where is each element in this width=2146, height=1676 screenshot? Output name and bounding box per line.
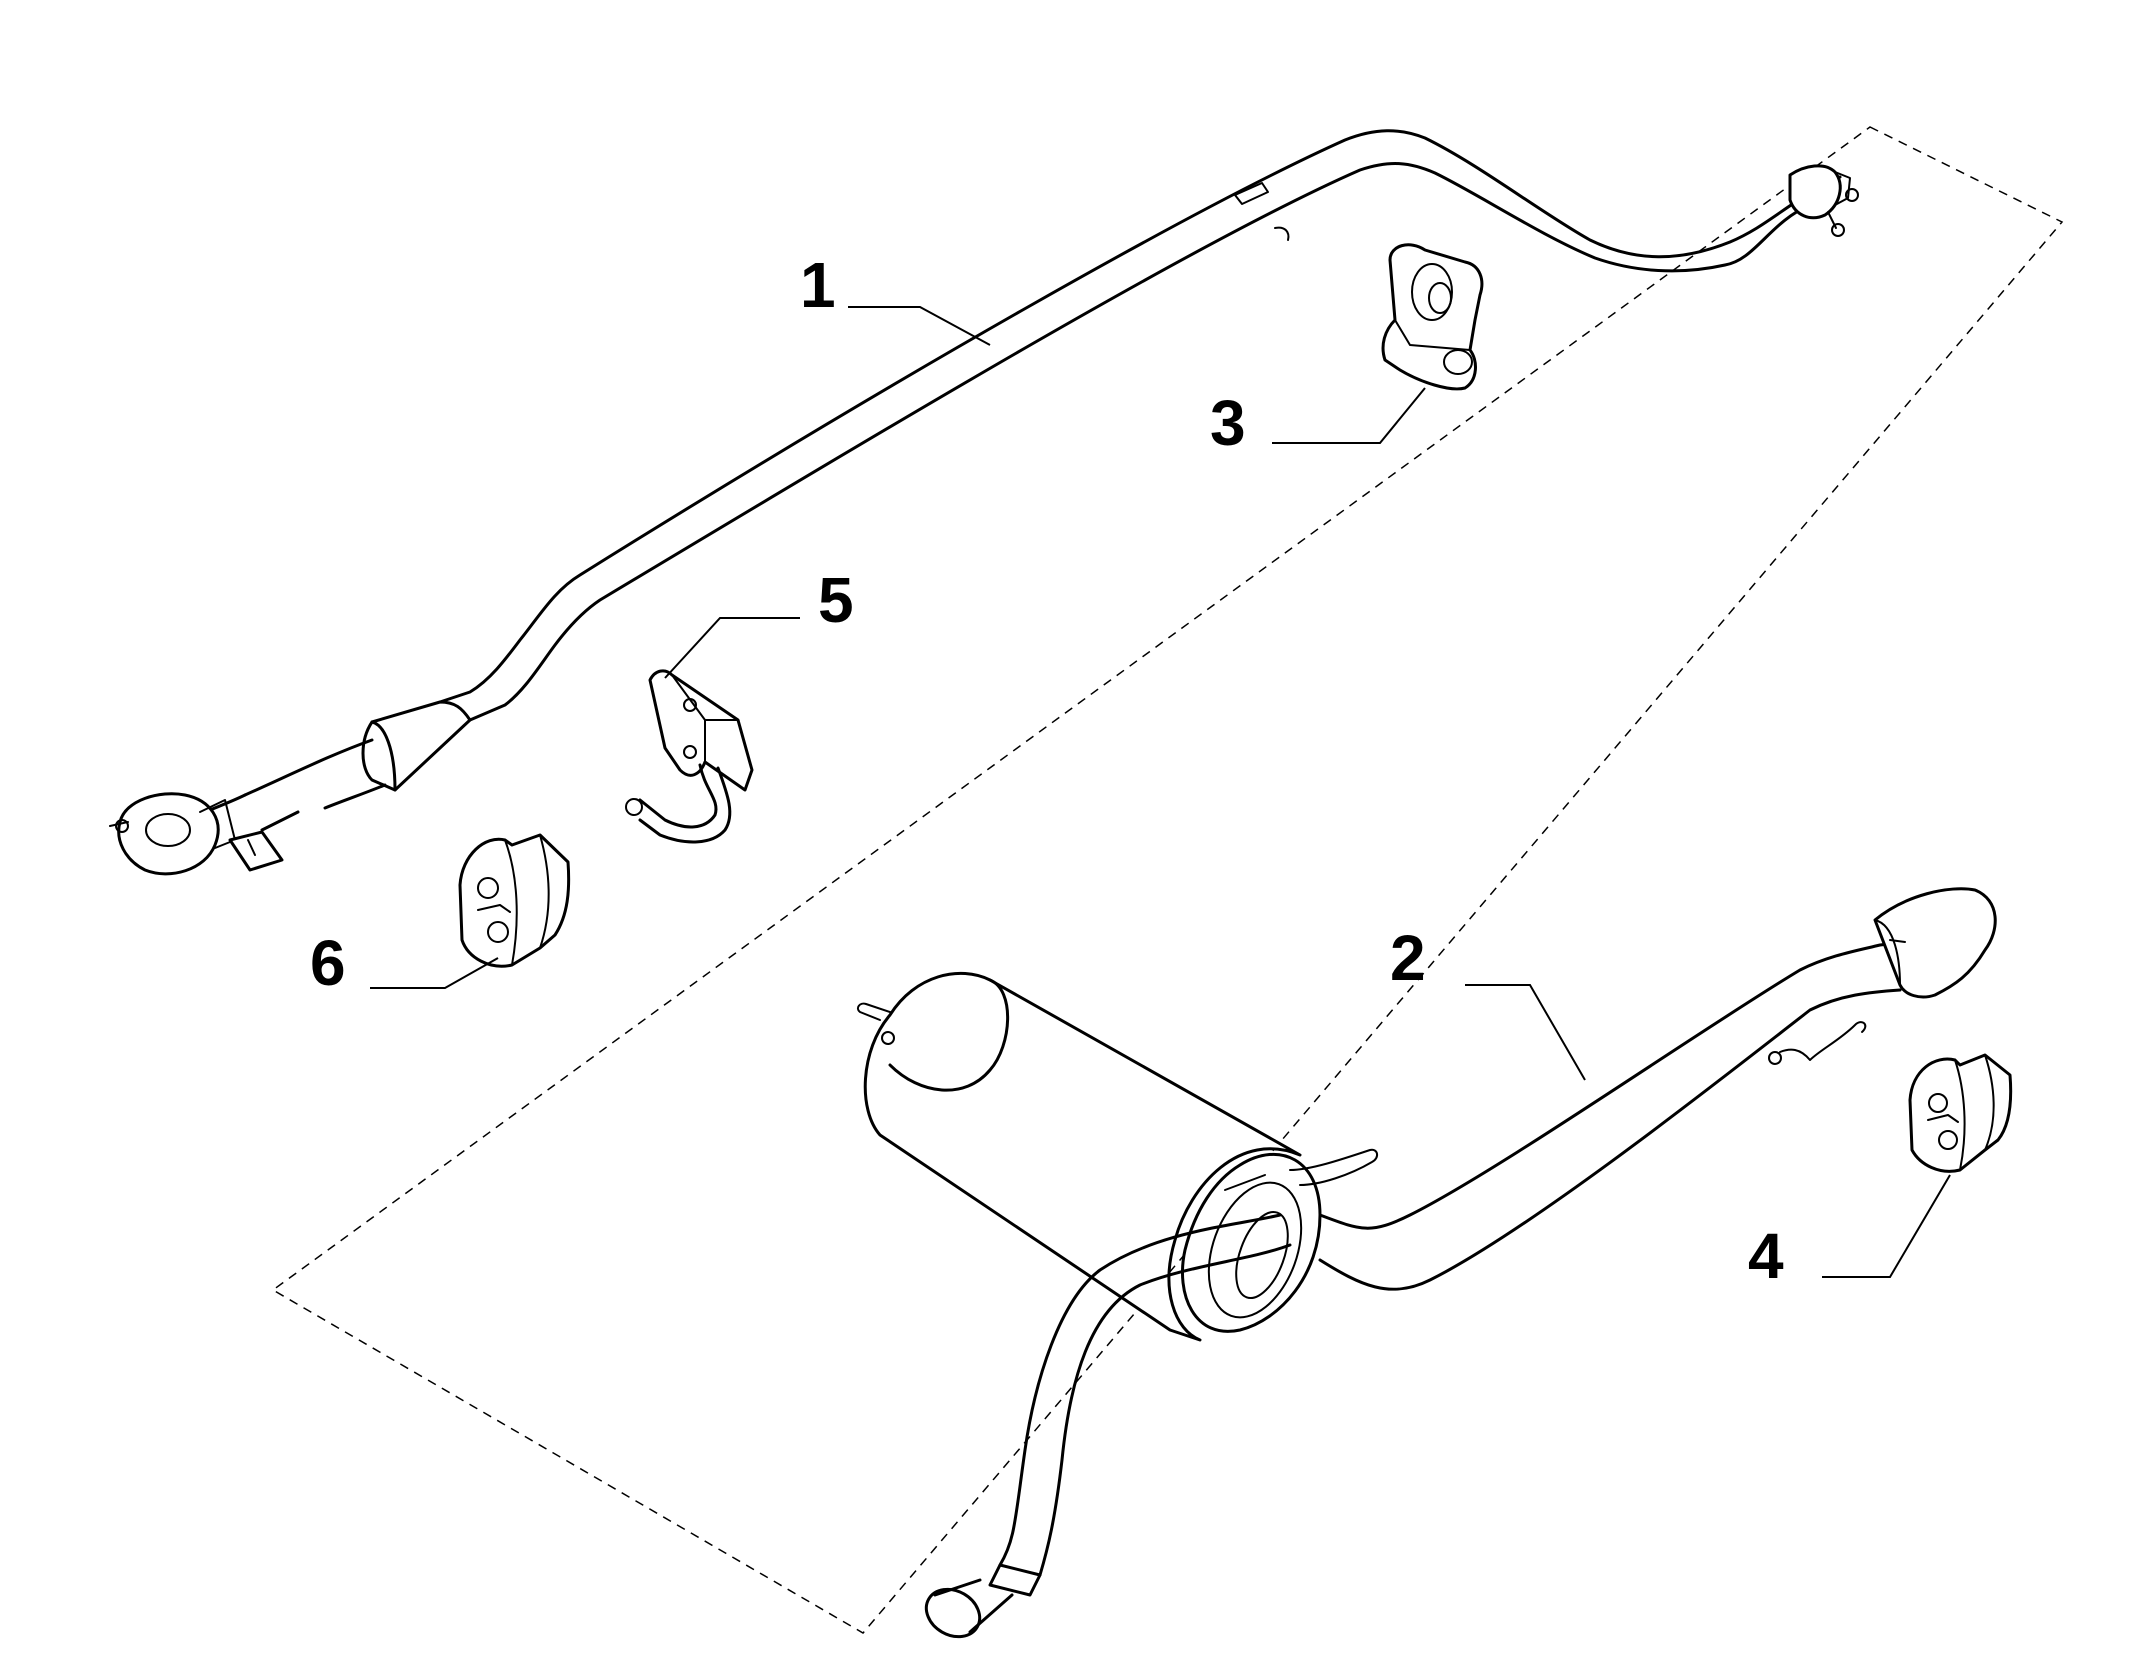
callout-4: 4 (1748, 1220, 1784, 1292)
part-6-rubber-mount[interactable] (458, 833, 571, 968)
part-4-rubber-mount[interactable] (1908, 1053, 2013, 1173)
rear-section-dashed-outline (271, 126, 2064, 1634)
callout-5: 5 (818, 564, 854, 636)
part-3-hanger-bracket[interactable] (1381, 243, 1484, 391)
leader-2 (1465, 984, 1586, 1081)
leader-5 (664, 617, 800, 679)
part-1-front-pipe[interactable] (109, 129, 1859, 876)
callout-6: 6 (310, 927, 346, 999)
callout-1: 1 (800, 249, 836, 321)
leader-3 (1272, 387, 1426, 444)
callout-2: 2 (1390, 922, 1426, 994)
callout-3: 3 (1210, 387, 1246, 459)
part-2-rear-muffler[interactable] (856, 887, 1997, 1646)
part-5-pipe-clip[interactable] (625, 669, 754, 844)
leader-1 (848, 306, 991, 346)
leader-lines (370, 306, 1951, 1278)
leader-4 (1822, 1174, 1951, 1278)
leader-6 (370, 957, 499, 989)
